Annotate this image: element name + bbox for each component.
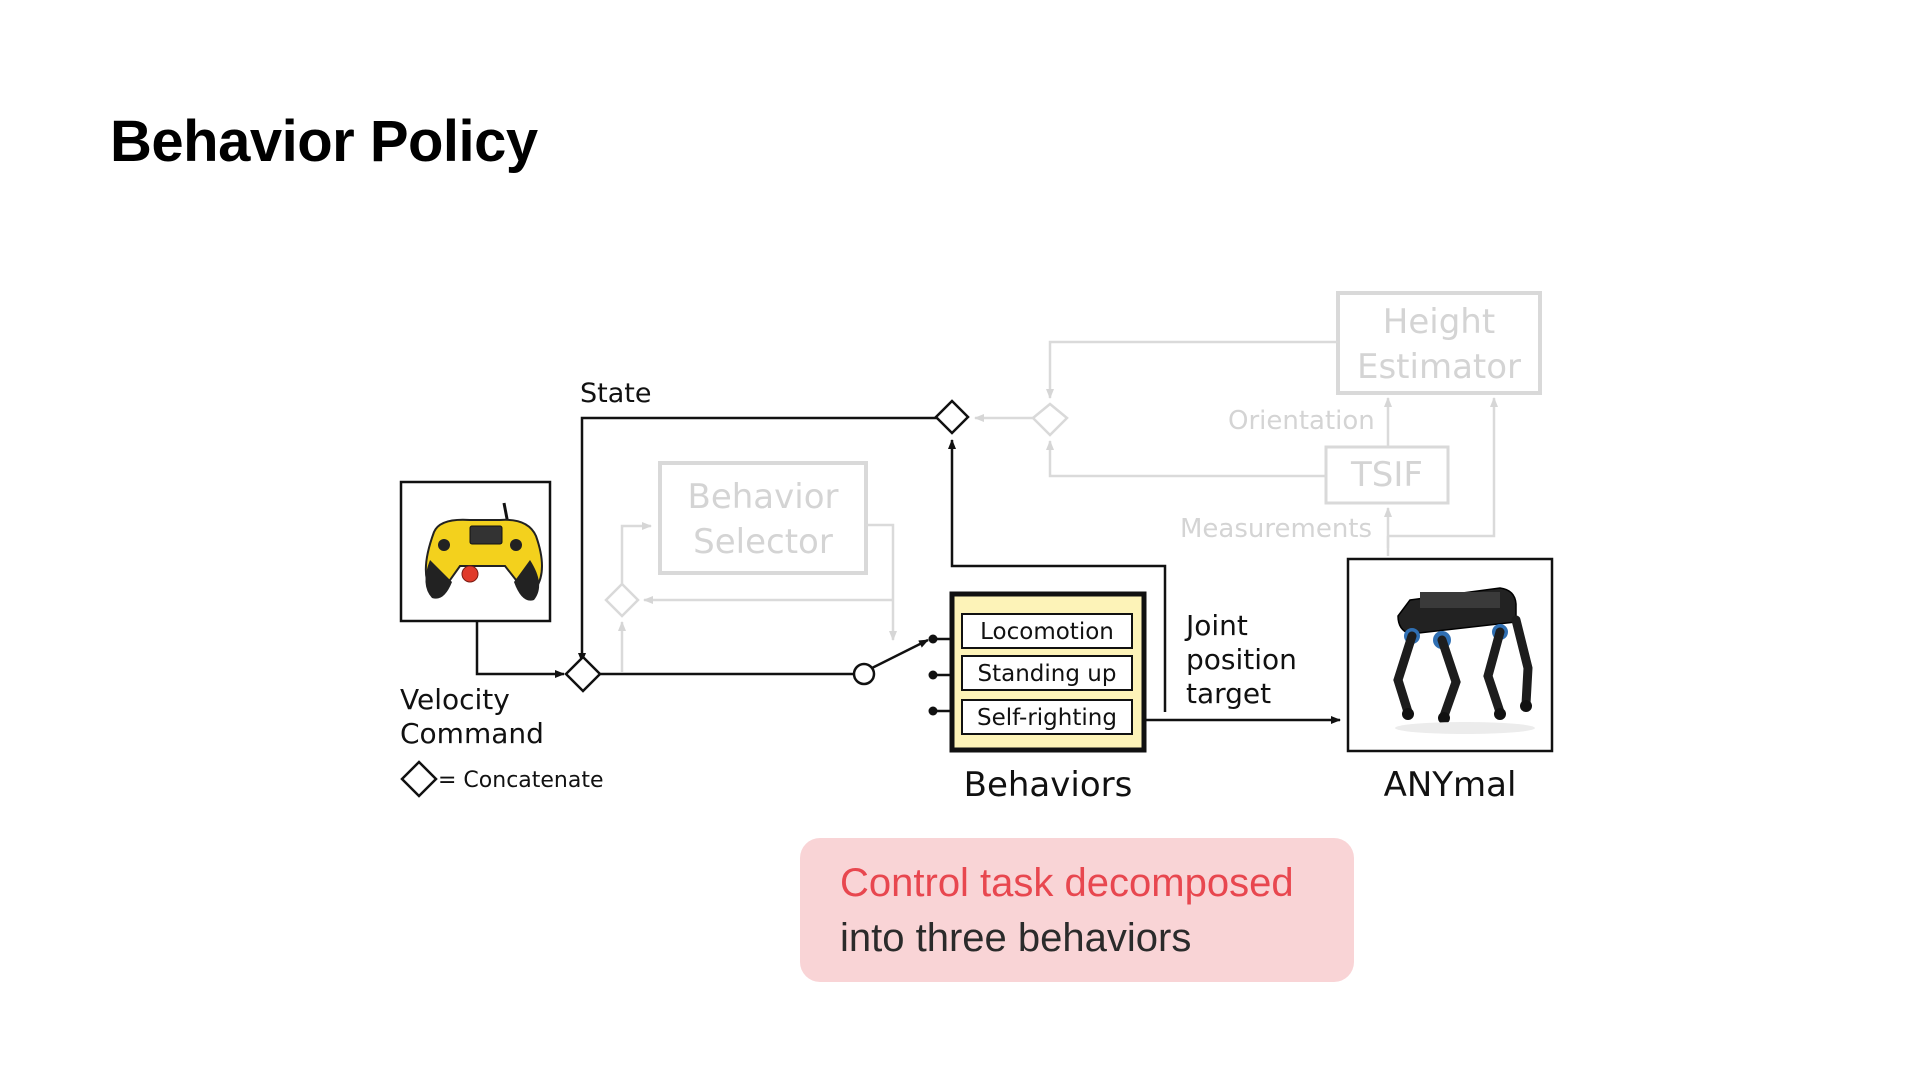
callout-note: Control task decomposed into three behav…	[800, 838, 1354, 982]
callout-text: into three behaviors	[840, 916, 1192, 960]
behavior-locomotion-label: Locomotion	[980, 619, 1114, 645]
behavior-standing-up-label: Standing up	[978, 661, 1117, 687]
behavior-self-righting-label: Self-righting	[977, 705, 1117, 731]
robot-image	[1346, 557, 1554, 753]
input-concatenate-diamond	[564, 655, 602, 693]
legend-diamond	[400, 760, 438, 798]
velocity-command-label-line1: Velocity	[400, 683, 510, 716]
behavior-selector-label-line1: Behavior	[688, 477, 839, 517]
tsif-label: TSIF	[1350, 455, 1423, 495]
state-concatenate-diamond	[934, 399, 970, 435]
measurements-label: Measurements	[1180, 514, 1372, 544]
joint-target-label-line1: Joint	[1184, 609, 1248, 642]
state-label: State	[580, 378, 651, 409]
orientation-label: Orientation	[1228, 406, 1375, 436]
faded-concatenate-diamond-lower	[604, 582, 640, 618]
velocity-command-label-line2: Command	[400, 717, 544, 750]
height-estimator-label-line2: Estimator	[1357, 347, 1521, 387]
faded-concatenate-diamond-upper	[1031, 402, 1069, 437]
legend-label: = Concatenate	[438, 768, 604, 793]
gamepad-icon	[424, 502, 543, 601]
quadruped-robot-icon	[1393, 587, 1535, 734]
joint-target-label-line2: position	[1186, 643, 1297, 676]
behavior-selector-box	[658, 461, 868, 575]
callout-highlight: Control task decomposed	[840, 861, 1294, 905]
behaviors-caption: Behaviors	[964, 765, 1133, 805]
behavior-selector-label-line2: Selector	[693, 522, 833, 562]
slide-title: Behavior Policy	[110, 109, 538, 174]
active-components: State	[399, 378, 1554, 805]
joint-target-label-line3: target	[1186, 677, 1271, 710]
behavior-standing-up	[961, 655, 1133, 691]
behavior-self-righting	[961, 699, 1133, 735]
behavior-switch	[852, 662, 876, 686]
height-estimator-label-line1: Height	[1383, 302, 1495, 342]
robot-caption: ANYmal	[1384, 765, 1517, 805]
controller-image	[399, 480, 552, 623]
behavior-locomotion	[961, 613, 1133, 649]
faded-components: Height Estimator TSIF Behavior Selector …	[604, 291, 1542, 672]
